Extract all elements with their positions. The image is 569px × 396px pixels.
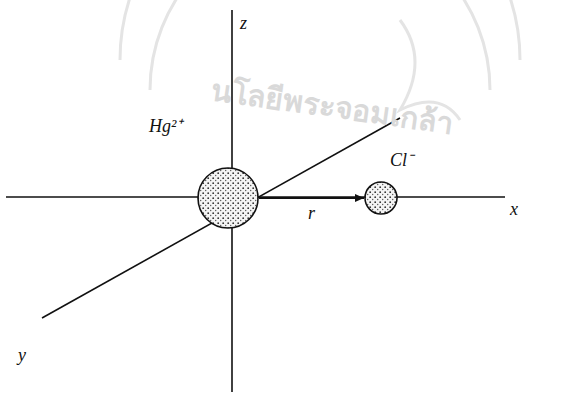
ion-label: Cl⁻ — [390, 151, 413, 169]
separation-vector — [259, 197, 364, 199]
axis-label: y — [18, 346, 26, 364]
vector-label: r — [308, 204, 315, 222]
axis-label: z — [240, 14, 247, 32]
ion-label: Hg²⁺ — [149, 117, 182, 135]
chloride-ion-sphere: Cl⁻ — [364, 181, 398, 215]
watermark: นโลยีพระจอมเกล้า — [209, 75, 455, 139]
sphere-outline — [197, 167, 259, 229]
mercury-ion-sphere: Hg²⁺ — [197, 167, 259, 229]
sphere-outline — [364, 181, 398, 215]
axis-lines — [6, 10, 505, 392]
axis-label: x — [510, 200, 518, 218]
